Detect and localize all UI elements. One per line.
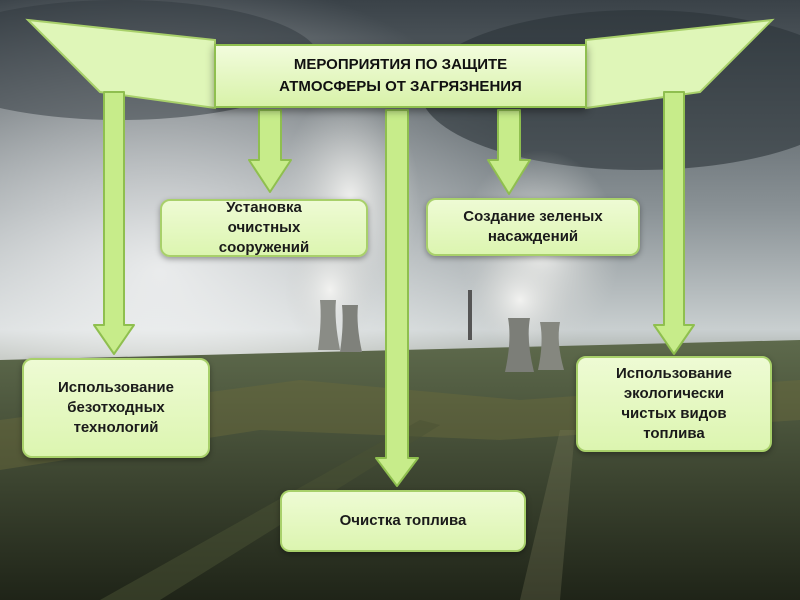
measure-treatment-facilities: Установка очистных сооружений [160,199,368,257]
measure-fuel-cleaning: Очистка топлива [280,490,526,552]
measure-clean-fuels: Использование экологически чистых видов … [576,356,772,452]
measure-waste-free-technologies: Использование безотходных технологий [22,358,210,458]
measure-green-spaces: Создание зеленых насаждений [426,198,640,256]
diagram-title: МЕРОПРИЯТИЯ ПО ЗАЩИТЕ АТМОСФЕРЫ ОТ ЗАГРЯ… [214,44,587,108]
